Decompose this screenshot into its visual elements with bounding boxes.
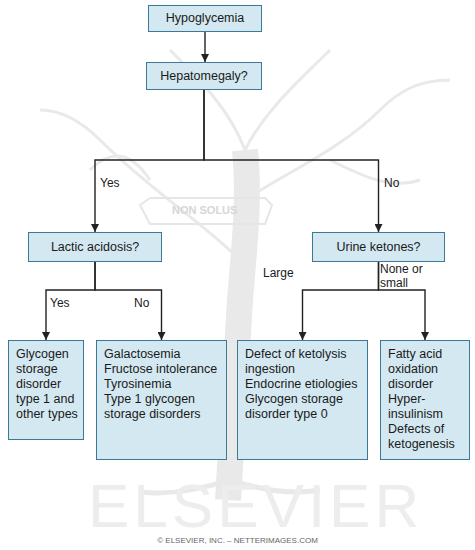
node-text: Hyper-insulinism bbox=[388, 392, 464, 422]
outcome-box: Glycogen storage disorder type 1 and oth… bbox=[8, 340, 84, 440]
decision-box: Urine ketones? bbox=[312, 232, 445, 262]
flow-arrow bbox=[303, 262, 379, 340]
branch-label: Large bbox=[263, 266, 303, 280]
node-text: Urine ketones? bbox=[336, 240, 420, 255]
branch-label: Yes bbox=[100, 176, 140, 190]
copyright-note: © ELSEVIER, INC. – NETTERIMAGES.COM bbox=[0, 536, 475, 545]
node-text: Fructose intolerance bbox=[104, 362, 221, 377]
node-text: Defect of ketolysis bbox=[245, 347, 362, 362]
node-text: Galactosemia bbox=[104, 347, 221, 362]
outcome-box: GalactosemiaFructose intoleranceTyrosine… bbox=[96, 340, 227, 460]
node-text: Glycogen storage disorder type 1 and oth… bbox=[16, 347, 78, 422]
tree-branch bbox=[90, 156, 150, 180]
watermark-text: NON SOLUS bbox=[172, 204, 237, 216]
tree-banner bbox=[140, 198, 272, 224]
node-text: Fatty acid oxidation disorder bbox=[388, 347, 464, 392]
node-text: Glycogen storage disorder type 0 bbox=[245, 392, 362, 422]
decision-box: Lactic acidosis? bbox=[28, 232, 162, 262]
outcome-box: Defect of ketolysisingestionEndocrine et… bbox=[237, 340, 368, 460]
branch-label: None or small bbox=[380, 262, 430, 290]
node-text: Endocrine etiologies bbox=[245, 377, 362, 392]
watermark-text: ELSEVIER bbox=[88, 470, 423, 541]
start-box: Hypoglycemia bbox=[148, 5, 262, 32]
node-text: Type 1 glycogen storage disorders bbox=[104, 392, 221, 422]
node-text: ingestion bbox=[245, 362, 362, 377]
branch-label: Yes bbox=[50, 296, 90, 310]
node-text: Hepatomegaly? bbox=[160, 69, 248, 84]
flow-arrow bbox=[46, 262, 95, 340]
tree-branch bbox=[330, 160, 420, 183]
branch-label: No bbox=[384, 176, 424, 190]
decision-box: Hepatomegaly? bbox=[146, 62, 262, 90]
node-text: Lactic acidosis? bbox=[51, 240, 139, 255]
flow-arrow bbox=[95, 262, 162, 340]
branch-label: No bbox=[134, 296, 164, 310]
outcome-box: Fatty acid oxidation disorderHyper-insul… bbox=[380, 340, 470, 460]
flow-arrow bbox=[204, 32, 205, 62]
tree-branch bbox=[245, 80, 450, 200]
node-text: Tyrosinemia bbox=[104, 377, 221, 392]
node-text: Defects of ketogenesis bbox=[388, 422, 464, 452]
node-text: Hypoglycemia bbox=[166, 11, 245, 26]
